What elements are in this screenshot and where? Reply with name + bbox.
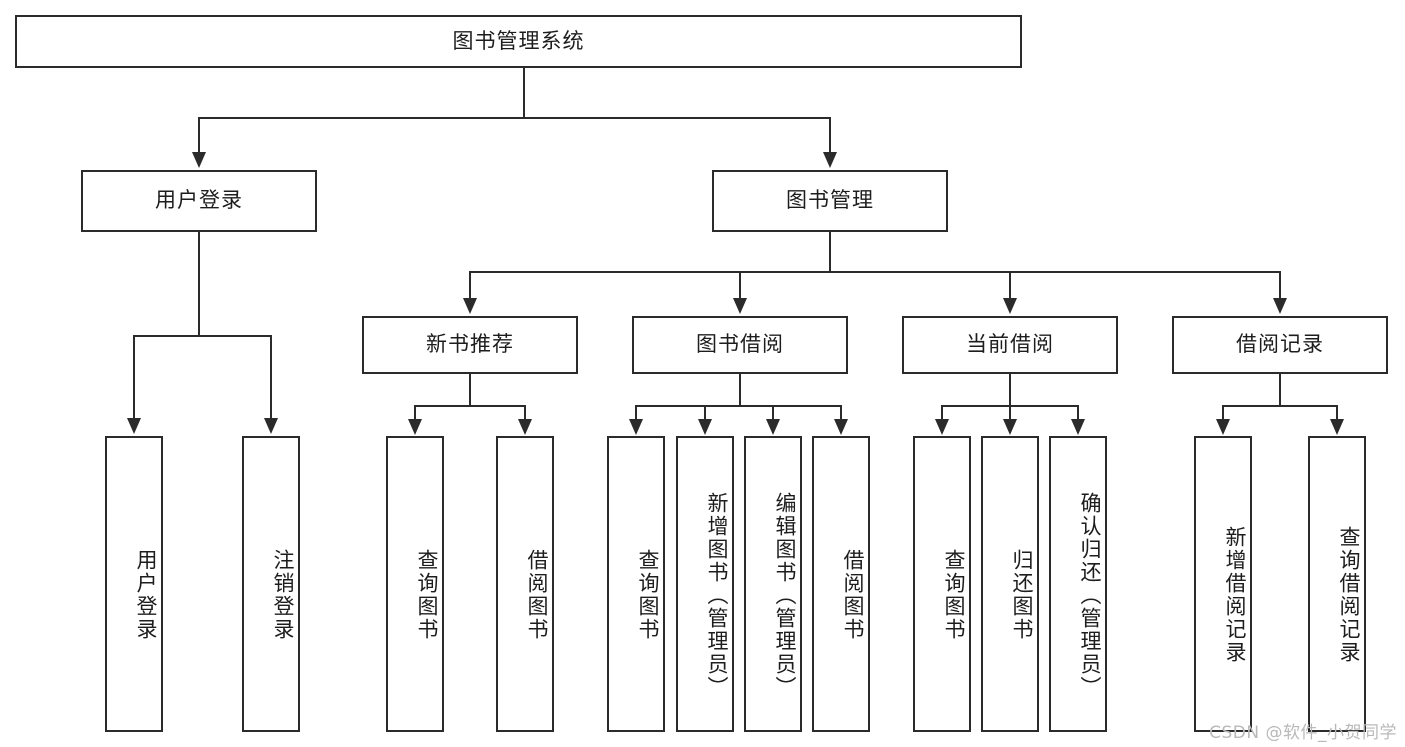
node-submodule-current-borrow-label: 当前借阅 [966,332,1054,357]
node-root-system-label: 图书管理系统 [452,28,585,53]
connector-user-login-stem [198,232,200,336]
connector-book-manage-stem [829,232,831,272]
node-leaf-edit-book[interactable]: 编辑图书（管理员） [744,436,802,732]
connector-new-book-recommend-bus [414,405,526,407]
connector-current-borrow-leaf-3 [1077,405,1079,421]
connector-root-stem [523,68,525,118]
node-leaf-query-record-label: 查询借阅记录 [1337,526,1361,664]
connector-user-login-bus [133,335,271,337]
node-submodule-current-borrow[interactable]: 当前借阅 [902,316,1118,374]
connector-to-book-manage [829,117,831,154]
arrow-new-book-recommend-leaf-2 [518,419,532,435]
connector-to-book-borrow [739,271,741,300]
connector-borrow-record-leaf-2 [1336,405,1338,421]
arrow-book-borrow-leaf-2 [698,419,712,435]
connector-book-borrow-leaf-1 [635,405,637,421]
node-leaf-borrow-book-1[interactable]: 借阅图书 [496,436,554,732]
arrow-current-borrow-leaf-1 [935,419,949,435]
node-leaf-borrow-book-1-label: 借阅图书 [525,549,549,641]
connector-new-book-recommend-stem [469,374,471,407]
connector-book-borrow-leaf-4 [840,405,842,421]
node-submodule-book-borrow-label: 图书借阅 [696,332,784,357]
connector-borrow-record-bus [1222,405,1338,407]
node-submodule-borrow-record[interactable]: 借阅记录 [1172,316,1388,374]
node-module-user-login[interactable]: 用户登录 [81,170,317,232]
node-leaf-add-book-label: 新增图书（管理员） [705,491,729,699]
connector-current-borrow-leaf-2 [1009,405,1011,421]
node-module-book-manage-label: 图书管理 [786,188,874,213]
node-leaf-query-book-1-label: 查询图书 [415,549,439,641]
arrow-user-login-leaf-1 [127,418,141,434]
connector-user-login-leaf-1 [133,335,135,420]
connector-book-borrow-stem [739,374,741,407]
arrow-book-borrow-leaf-3 [766,419,780,435]
connector-to-borrow-record [1279,271,1281,300]
node-leaf-confirm-return-label: 确认归还（管理员） [1078,491,1102,699]
arrow-current-borrow-leaf-2 [1003,419,1017,435]
connector-borrow-record-stem [1279,374,1281,407]
node-submodule-book-borrow[interactable]: 图书借阅 [632,316,848,374]
connector-borrow-record-leaf-1 [1222,405,1224,421]
connector-level2-bus [469,271,1281,273]
arrow-book-borrow-leaf-4 [834,419,848,435]
arrow-book-borrow-leaf-1 [629,419,643,435]
node-leaf-query-book-3[interactable]: 查询图书 [913,436,971,732]
connector-user-login-leaf-2 [270,335,272,420]
arrow-to-new-book-recommend [463,298,477,314]
arrow-current-borrow-leaf-3 [1071,419,1085,435]
node-leaf-return-book-label: 归还图书 [1010,549,1034,641]
arrow-user-login-leaf-2 [264,418,278,434]
node-leaf-add-record[interactable]: 新增借阅记录 [1194,436,1252,732]
arrow-to-user-login [192,152,206,168]
connector-new-book-recommend-leaf-2 [524,405,526,421]
connector-to-user-login [198,117,200,154]
node-leaf-query-book-2-label: 查询图书 [636,549,660,641]
node-root-system[interactable]: 图书管理系统 [15,15,1022,68]
arrow-to-book-borrow [733,298,747,314]
arrow-to-book-manage [823,152,837,168]
node-module-book-manage[interactable]: 图书管理 [712,170,948,232]
node-leaf-query-book-1[interactable]: 查询图书 [386,436,444,732]
node-leaf-borrow-book-2[interactable]: 借阅图书 [812,436,870,732]
arrow-new-book-recommend-leaf-1 [408,419,422,435]
connector-to-new-book-recommend [469,271,471,300]
connector-current-borrow-leaf-1 [941,405,943,421]
node-leaf-logout[interactable]: 注销登录 [242,436,300,732]
connector-to-current-borrow [1009,271,1011,300]
connector-current-borrow-stem [1009,374,1011,407]
node-module-user-login-label: 用户登录 [155,188,243,213]
node-leaf-add-record-label: 新增借阅记录 [1223,526,1247,664]
node-submodule-borrow-record-label: 借阅记录 [1236,332,1324,357]
node-leaf-login-label: 用户登录 [134,549,158,641]
arrow-borrow-record-leaf-2 [1330,419,1344,435]
node-leaf-query-book-2[interactable]: 查询图书 [607,436,665,732]
node-leaf-borrow-book-2-label: 借阅图书 [841,549,865,641]
node-leaf-query-book-3-label: 查询图书 [942,549,966,641]
connector-level1-bus [198,117,831,119]
node-leaf-query-record[interactable]: 查询借阅记录 [1308,436,1366,732]
connector-new-book-recommend-leaf-1 [414,405,416,421]
node-leaf-confirm-return[interactable]: 确认归还（管理员） [1049,436,1107,732]
watermark-text: CSDN @软件_小贺同学 [1209,723,1397,743]
connector-book-borrow-leaf-2 [704,405,706,421]
node-leaf-return-book[interactable]: 归还图书 [981,436,1039,732]
arrow-to-current-borrow [1003,298,1017,314]
connector-book-borrow-leaf-3 [772,405,774,421]
node-leaf-login[interactable]: 用户登录 [105,436,163,732]
node-leaf-edit-book-label: 编辑图书（管理员） [773,491,797,699]
arrow-borrow-record-leaf-1 [1216,419,1230,435]
node-leaf-logout-label: 注销登录 [271,549,295,641]
node-submodule-new-book-recommend[interactable]: 新书推荐 [362,316,578,374]
node-submodule-new-book-recommend-label: 新书推荐 [426,332,514,357]
arrow-to-borrow-record [1273,298,1287,314]
connector-book-borrow-bus [635,405,841,407]
node-leaf-add-book[interactable]: 新增图书（管理员） [676,436,734,732]
